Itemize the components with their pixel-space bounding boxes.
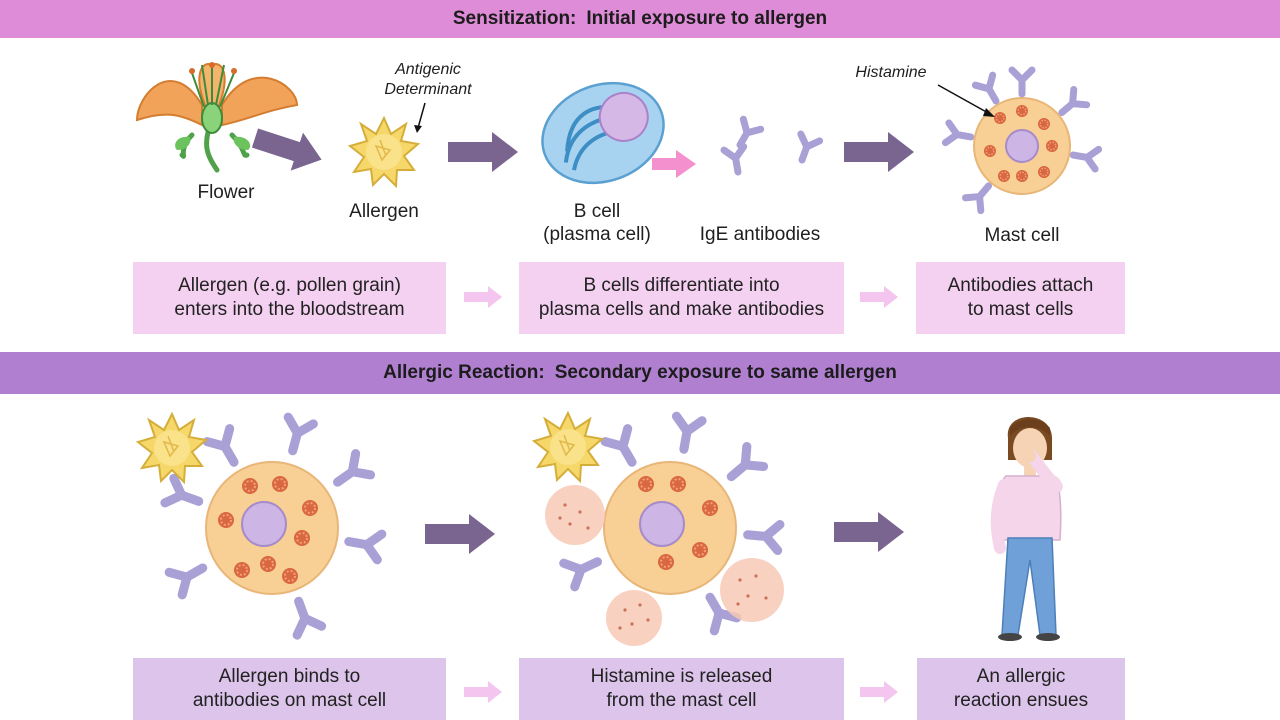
step-box-text: B cells differentiate into plasma cells … bbox=[538, 275, 825, 320]
sensitization-header-rest: Initial exposure to allergen bbox=[586, 8, 828, 29]
step-box-text: Allergen (e.g. pollen grain) enters into… bbox=[174, 275, 405, 320]
antigenic-determinant-label: Antigenic Determinant bbox=[384, 61, 472, 98]
pollen-icon bbox=[533, 412, 603, 482]
step-box-antibodies-attach: Antibodies attach to mast cells bbox=[916, 262, 1125, 334]
mast-cell-icon bbox=[165, 417, 382, 635]
arrow-icon bbox=[844, 132, 914, 172]
pollen-icon bbox=[349, 117, 419, 187]
arrow-icon bbox=[448, 132, 518, 172]
pollen-icon bbox=[137, 413, 207, 483]
ige-antibodies-label: IgE antibodies bbox=[699, 224, 821, 245]
step-box-text: An allergic reaction ensues bbox=[953, 666, 1089, 711]
step-box-allergen-binds: Allergen binds to antibodies on mast cel… bbox=[133, 658, 446, 720]
b-cell-label: B cell (plasma cell) bbox=[543, 201, 651, 245]
histamine-cloud bbox=[545, 485, 784, 646]
antibody-icon bbox=[724, 119, 820, 174]
step-box-histamine-released: Histamine is released from the mast cell bbox=[519, 658, 844, 720]
mast-cell-icon bbox=[945, 70, 1098, 211]
reaction-header-rest: Secondary exposure to same allergen bbox=[554, 362, 897, 383]
b-cell-icon bbox=[541, 81, 665, 185]
arrow-icon bbox=[834, 512, 904, 552]
step-box-text: Histamine is released from the mast cell bbox=[590, 666, 773, 711]
step-box-text: Antibodies attach to mast cells bbox=[947, 275, 1094, 320]
arrow-icon bbox=[248, 118, 328, 179]
reaction-header: Allergic Reaction: Secondary exposure to… bbox=[0, 352, 1280, 394]
flower-label: Flower bbox=[197, 182, 255, 203]
reaction-header-bold: Allergic Reaction: bbox=[383, 362, 545, 383]
sensitization-header-bold: Sensitization: bbox=[452, 8, 577, 29]
sensitization-header: Sensitization: Initial exposure to aller… bbox=[0, 0, 1280, 38]
step-box-allergen-enters: Allergen (e.g. pollen grain) enters into… bbox=[133, 262, 446, 334]
histamine-label: Histamine bbox=[855, 64, 927, 81]
step-box-b-cells-differentiate: B cells differentiate into plasma cells … bbox=[519, 262, 844, 334]
mast-cell-icon bbox=[564, 416, 780, 631]
arrow-icon bbox=[425, 514, 495, 554]
step-box-allergic-reaction: An allergic reaction ensues bbox=[917, 658, 1125, 720]
person-icon bbox=[990, 417, 1063, 641]
step-box-text: Allergen binds to antibodies on mast cel… bbox=[192, 666, 387, 711]
allergen-label: Allergen bbox=[349, 201, 419, 222]
flower-icon bbox=[135, 62, 299, 173]
mast-cell-label: Mast cell bbox=[984, 225, 1060, 246]
